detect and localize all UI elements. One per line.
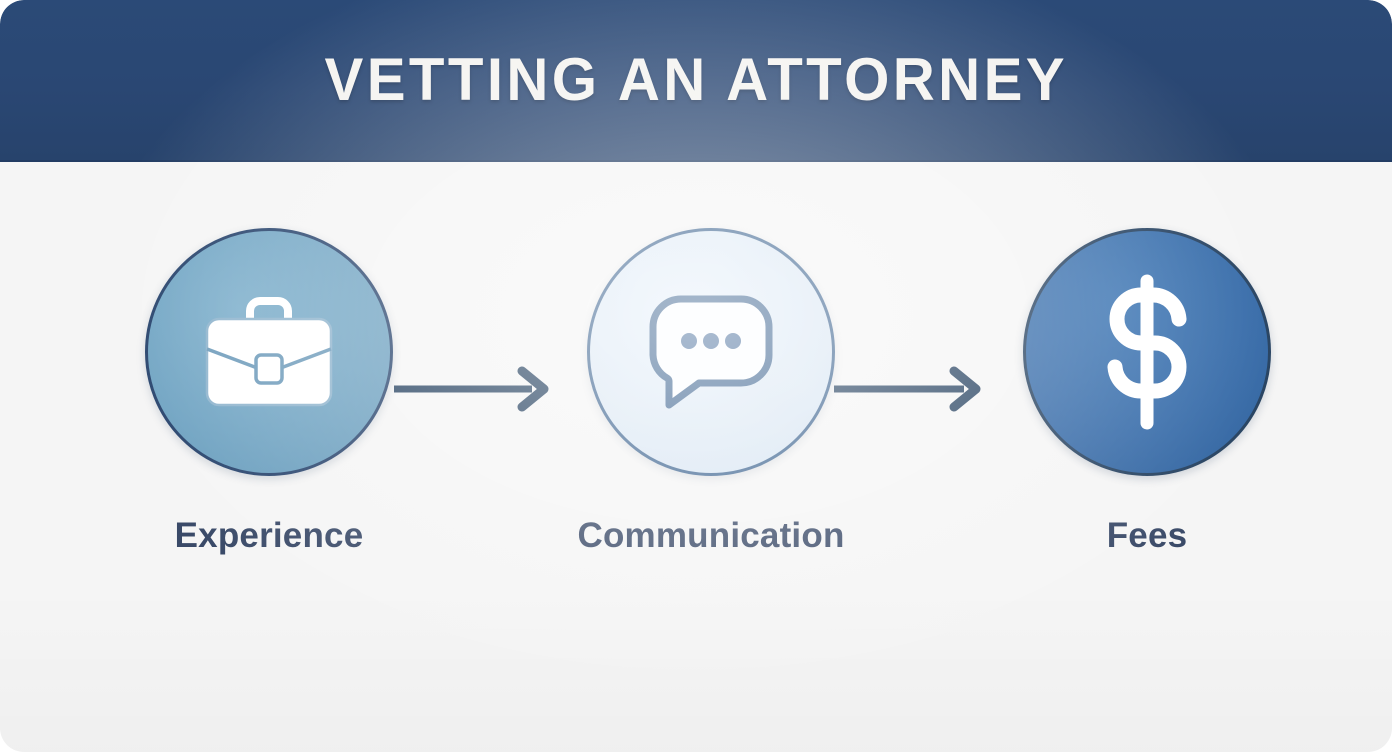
step-label-experience: Experience [174, 516, 364, 555]
speech-bubble-icon [647, 293, 775, 411]
flow-step-fees[interactable]: Fees [997, 228, 1297, 553]
process-flow: Experience Communication [0, 162, 1392, 752]
step-label-fees: Fees [1106, 516, 1188, 555]
step-icon-circle-fees [1023, 228, 1271, 476]
step-label-communication: Communication [577, 516, 845, 555]
step-icon-circle-experience [145, 228, 393, 476]
flow-arrow-2 [834, 366, 986, 412]
step-icon-circle-communication [587, 228, 835, 476]
header-bar: VETTING AN ATTORNEY [0, 0, 1392, 162]
dollar-sign-icon [1091, 274, 1203, 430]
flow-arrow-1 [394, 366, 554, 412]
briefcase-icon [201, 291, 337, 413]
flow-step-communication[interactable]: Communication [561, 228, 861, 553]
flow-step-experience[interactable]: Experience [119, 228, 419, 553]
page-title: VETTING AN ATTORNEY [324, 46, 1068, 113]
